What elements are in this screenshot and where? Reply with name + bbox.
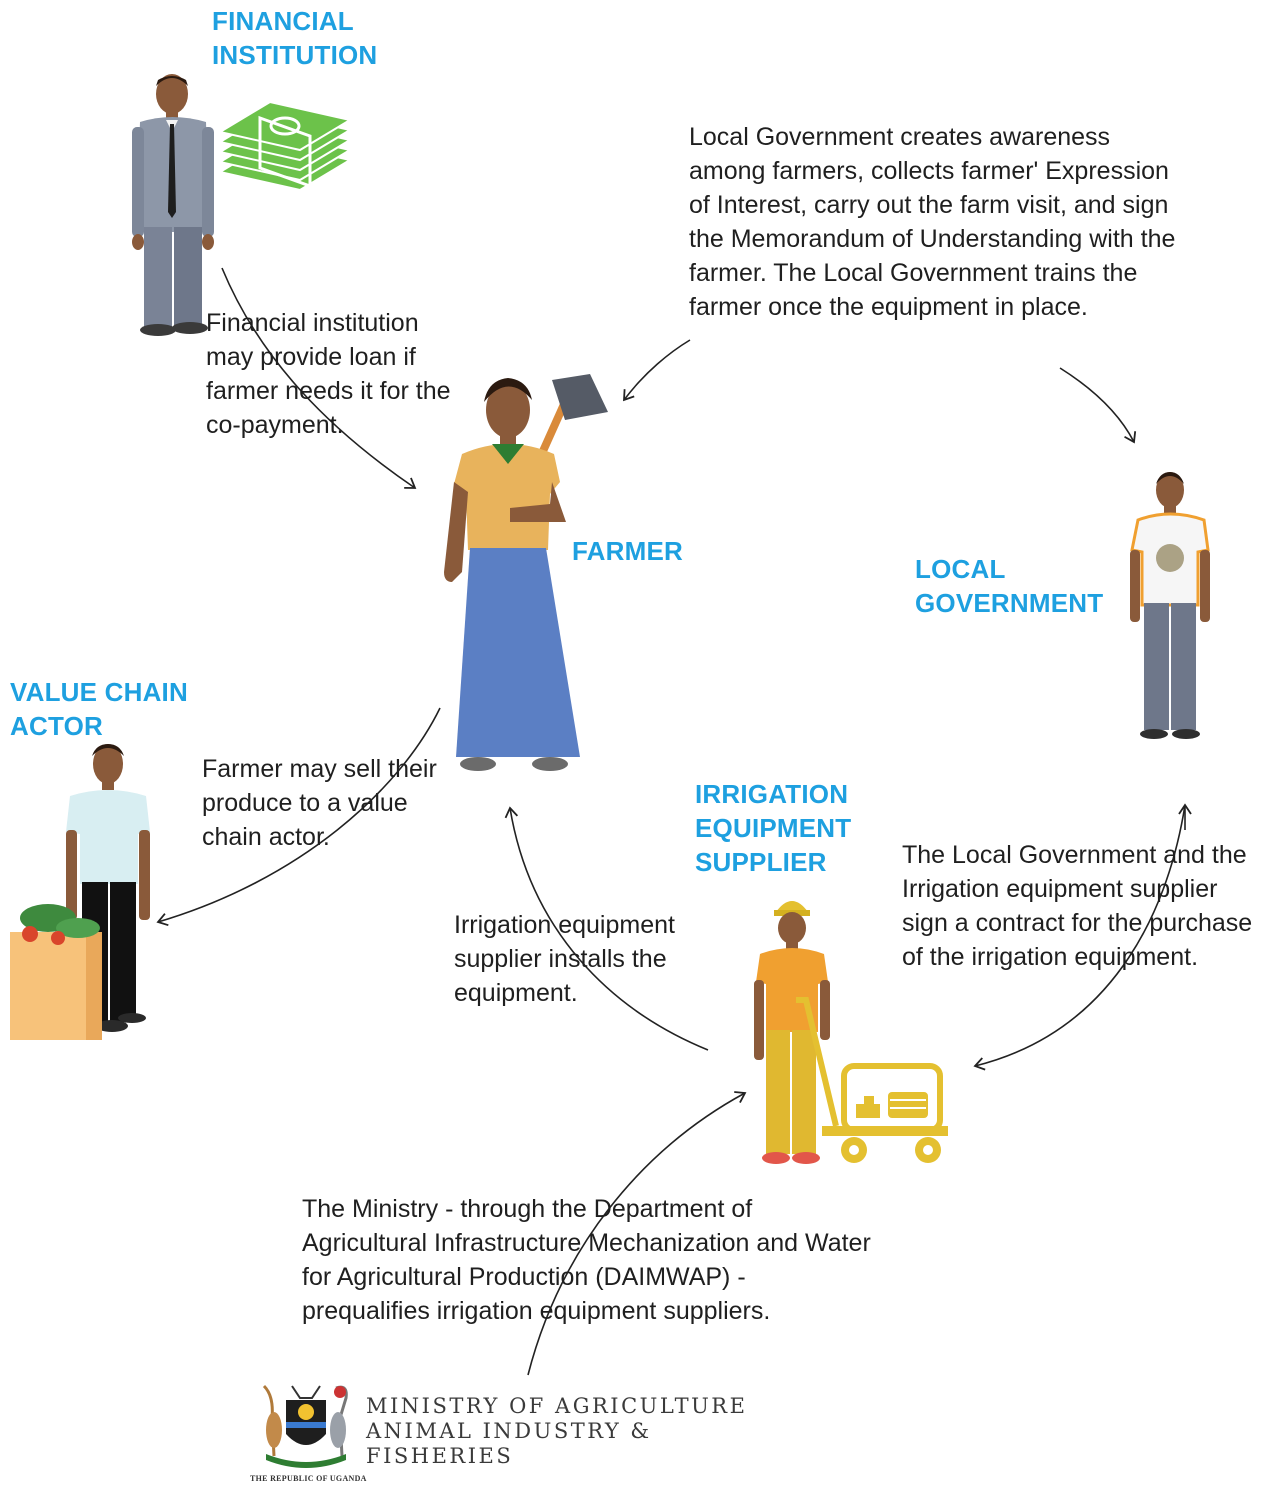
farmer-person xyxy=(444,374,608,771)
arrow-supplier-to-farmer xyxy=(504,806,709,1051)
local-government-label: LOCAL GOVERNMENT xyxy=(915,554,1104,618)
arrow-contract-to-localgov xyxy=(973,804,1186,1071)
farmer-label: FARMER xyxy=(572,536,683,566)
government-supplier-contract-text: The Local Government and the Irrigation … xyxy=(902,841,1253,971)
financial-to-farmer-text: Financial institution may provide loan i… xyxy=(206,309,451,439)
ministry-logo-caption: THE REPUBLIC OF UGANDA xyxy=(250,1474,367,1483)
local-government-to-farmer-text: Local Government creates awareness among… xyxy=(689,123,1176,321)
money-icon xyxy=(217,100,353,192)
irrigation-supplier-label: IRRIGATION EQUIPMENT SUPPLIER xyxy=(695,779,852,877)
financial-institution-person xyxy=(132,74,214,336)
financial-institution-label: FINANCIAL INSTITUTION xyxy=(212,6,378,70)
ministry-logo-line3: FISHERIES xyxy=(366,1444,514,1468)
value-chain-actor-person xyxy=(10,744,150,1040)
local-government-person xyxy=(1130,472,1210,739)
irrigation-supplier-person xyxy=(754,901,948,1164)
supplier-to-farmer-text: Irrigation equipment supplier installs t… xyxy=(454,911,675,1007)
ministry-to-supplier-text: The Ministry - through the Department of… xyxy=(302,1195,871,1325)
arrow-financial-to-farmer xyxy=(221,267,417,489)
arrow-farmer-to-valuechain xyxy=(156,707,441,927)
value-chain-actor-label: VALUE CHAIN ACTOR xyxy=(10,677,188,741)
arrow-ministry-to-supplier xyxy=(527,1091,747,1376)
farmer-to-value-chain-text: Farmer may sell their produce to a value… xyxy=(202,755,437,851)
arrow-text-to-localgov xyxy=(1059,367,1137,444)
uganda-coat-of-arms-icon xyxy=(262,1384,348,1468)
ministry-logo-line1: MINISTRY OF AGRICULTURE xyxy=(366,1394,748,1418)
arrow-localgov-to-farmer xyxy=(623,339,691,402)
ministry-logo-line2: ANIMAL INDUSTRY & xyxy=(366,1419,652,1443)
